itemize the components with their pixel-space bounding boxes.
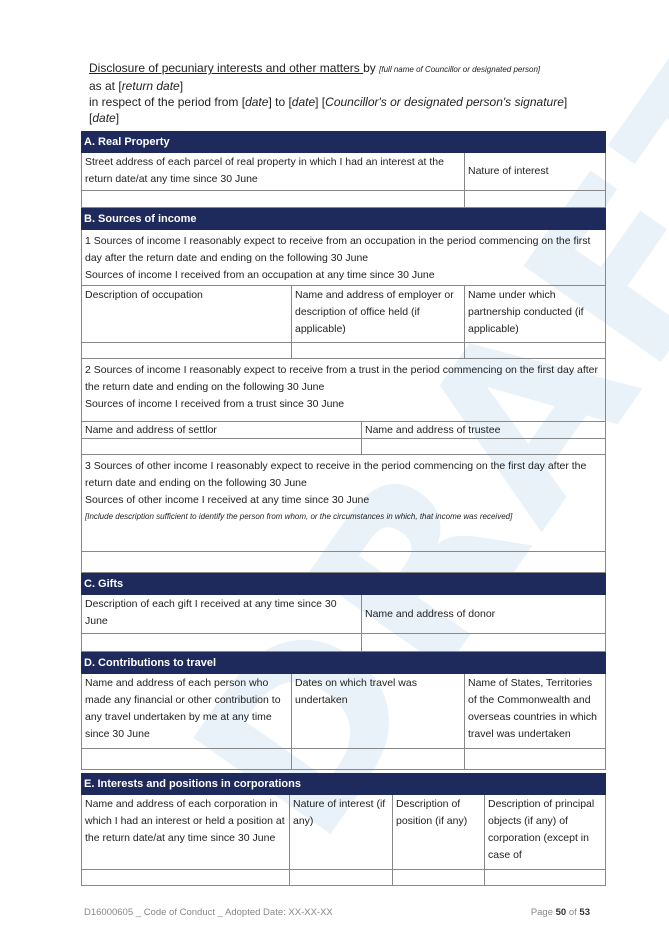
- section-c-header-row: Description of each gift I received at a…: [81, 595, 606, 634]
- section-e-col-position: Description of position (if any): [392, 795, 484, 869]
- section-a-entry-row[interactable]: [81, 191, 606, 208]
- disclosure-header: Disclosure of pecuniary interests and ot…: [89, 60, 589, 126]
- section-c-col-gift: Description of each gift I received at a…: [85, 598, 337, 627]
- section-d-entry-row[interactable]: [81, 749, 606, 770]
- section-e-entry-row[interactable]: [81, 870, 606, 886]
- section-b-col-partnership: Name under which partnership conducted (…: [464, 286, 605, 342]
- header-line-3: in respect of the period from [date] to …: [89, 95, 568, 109]
- section-d-title: D. Contributions to travel: [81, 652, 606, 674]
- section-d-entry-dates[interactable]: [291, 749, 464, 769]
- section-b-col-employer: Name and address of employer or descript…: [291, 286, 464, 342]
- section-d-col-places: Name of States, Territories of the Commo…: [464, 674, 605, 748]
- section-c-entry-donor[interactable]: [361, 634, 605, 651]
- footer-document-id: D16000605 _ Code of Conduct _ Adopted Da…: [84, 907, 333, 918]
- section-d-header-row: Name and address of each person who made…: [81, 674, 606, 749]
- section-e-entry-position[interactable]: [392, 870, 484, 885]
- section-c-entry-gift[interactable]: [82, 634, 361, 651]
- section-c-entry-row[interactable]: [81, 634, 606, 652]
- section-b-part1-text: 1 Sources of income I reasonably expect …: [81, 230, 606, 286]
- section-b-part2-entry-row[interactable]: [81, 439, 606, 455]
- footer-page-number: Page 50 of 53: [530, 907, 590, 918]
- section-b-part2-header-row: Name and address of settlor Name and add…: [81, 422, 606, 439]
- section-e-entry-objects[interactable]: [484, 870, 605, 885]
- section-d-entry-places[interactable]: [464, 749, 605, 769]
- section-b-part2-text: 2 Sources of income I reasonably expect …: [81, 359, 606, 422]
- section-b-col-settlor: Name and address of settlor: [85, 424, 217, 436]
- header-line-2: as at [return date]: [89, 79, 184, 93]
- section-a-col-address: Street address of each parcel of real pr…: [85, 156, 444, 185]
- section-d-col-person: Name and address of each person who made…: [85, 677, 281, 740]
- disclosure-form: A. Real Property Street address of each …: [81, 131, 606, 886]
- section-b-entry-trustee[interactable]: [361, 439, 605, 454]
- section-d-entry-person[interactable]: [82, 749, 291, 769]
- section-e-title: E. Interests and positions in corporatio…: [81, 773, 606, 795]
- section-b-part1-entry-row[interactable]: [81, 343, 606, 359]
- section-b-entry-occupation[interactable]: [82, 343, 291, 358]
- section-a-title: A. Real Property: [81, 131, 606, 153]
- section-e-entry-nature[interactable]: [289, 870, 392, 885]
- section-b-part1-header-row: Description of occupation Name and addre…: [81, 286, 606, 343]
- section-a-col-nature: Nature of interest: [464, 153, 605, 190]
- section-a-entry-nature[interactable]: [464, 191, 605, 207]
- section-b-col-trustee: Name and address of trustee: [361, 422, 605, 438]
- section-e-col-objects: Description of principal objects (if any…: [484, 795, 605, 869]
- section-e-header-row: Name and address of each corporation in …: [81, 795, 606, 870]
- page-footer: D16000605 _ Code of Conduct _ Adopted Da…: [84, 907, 590, 918]
- section-c-title: C. Gifts: [81, 573, 606, 595]
- section-a-entry-address[interactable]: [82, 191, 464, 207]
- section-c-col-donor: Name and address of donor: [361, 595, 605, 633]
- section-d-col-dates: Dates on which travel was undertaken: [291, 674, 464, 748]
- section-e-entry-corporation[interactable]: [82, 870, 289, 885]
- section-b-entry-other-income[interactable]: [82, 552, 605, 572]
- section-a-header-row: Street address of each parcel of real pr…: [81, 153, 606, 191]
- section-b-col-occupation: Description of occupation: [85, 289, 203, 301]
- section-b-part3-entry-row[interactable]: [81, 552, 606, 573]
- section-b-title: B. Sources of income: [81, 208, 606, 230]
- section-b-entry-partnership[interactable]: [464, 343, 605, 358]
- section-b-entry-settlor[interactable]: [82, 439, 361, 454]
- section-b-part3-text: 3 Sources of other income I reasonably e…: [81, 455, 606, 552]
- header-line-4: [date]: [89, 111, 120, 125]
- header-line-1: Disclosure of pecuniary interests and ot…: [89, 61, 541, 75]
- section-b-entry-employer[interactable]: [291, 343, 464, 358]
- section-e-col-corporation: Name and address of each corporation in …: [85, 798, 285, 844]
- section-e-col-nature: Nature of interest (if any): [289, 795, 392, 869]
